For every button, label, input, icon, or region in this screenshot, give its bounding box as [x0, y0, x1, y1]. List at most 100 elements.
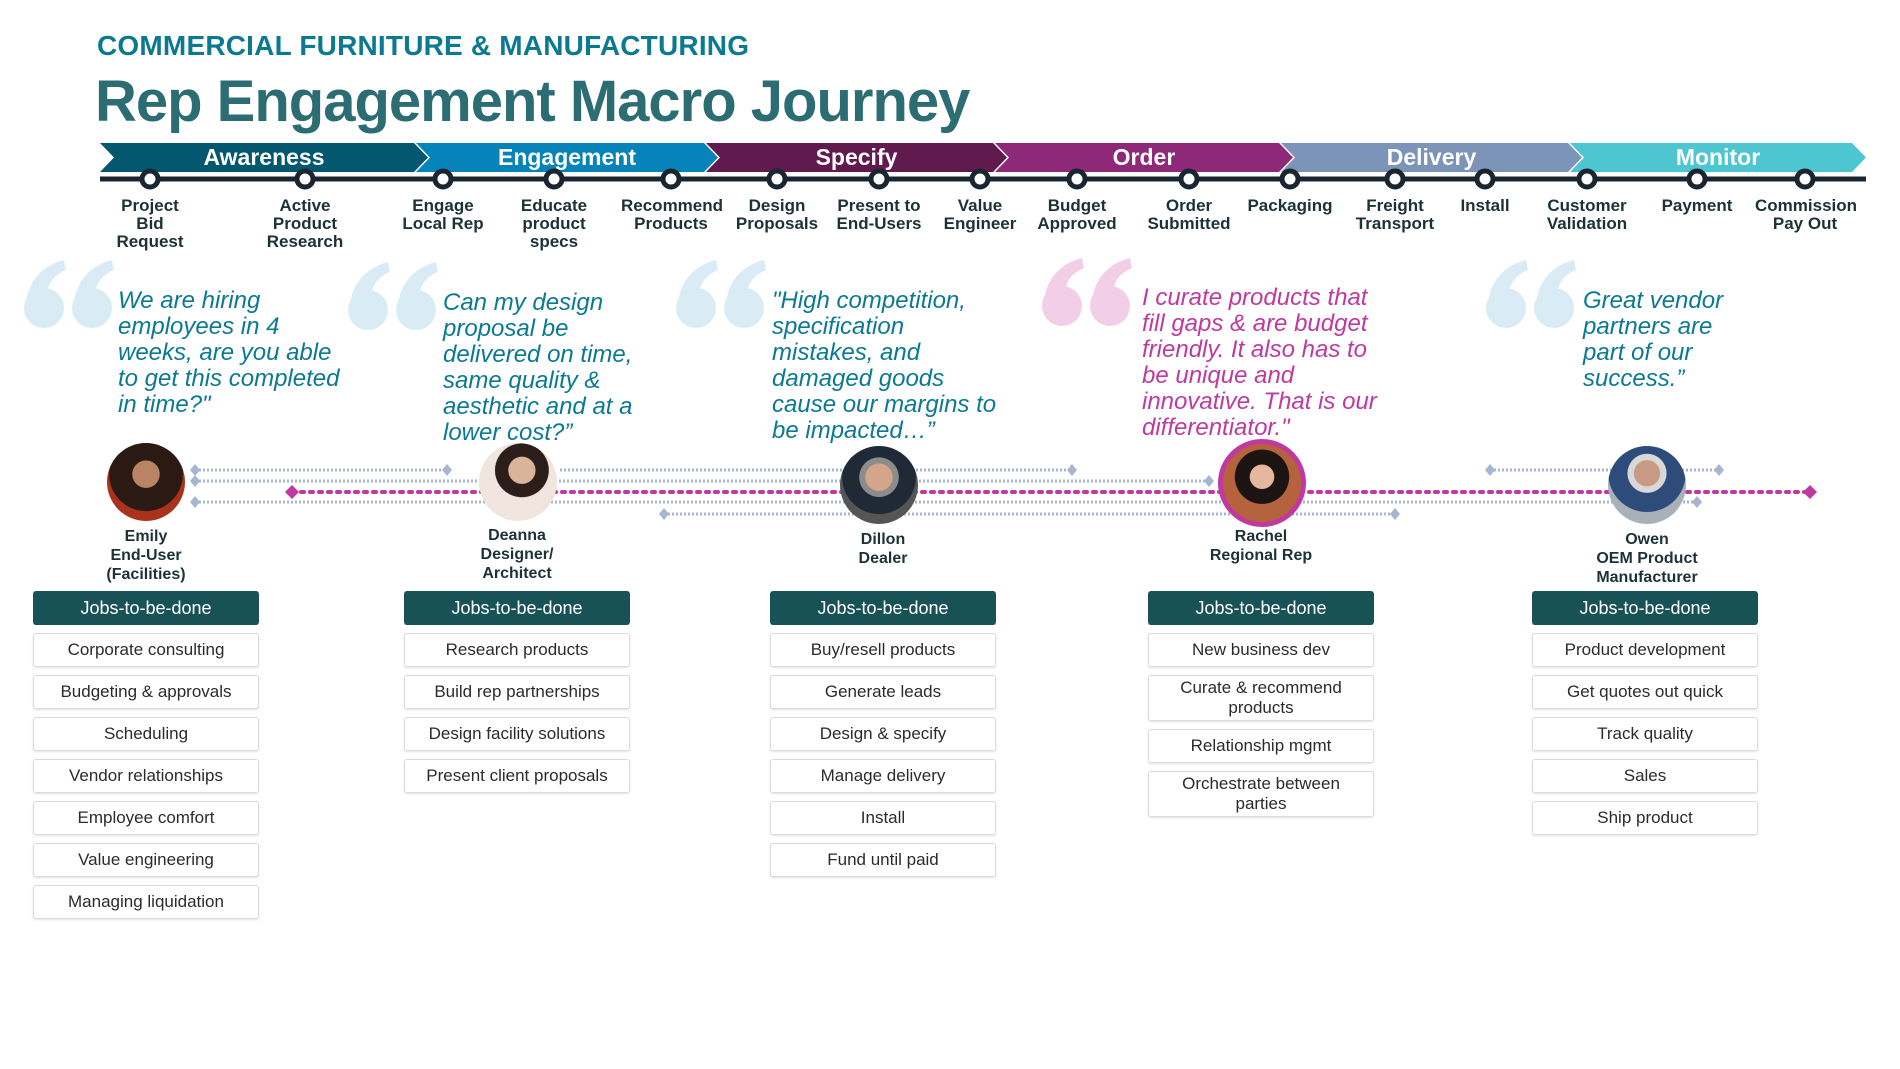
step-label: Packaging [1247, 196, 1333, 215]
step-marker [543, 168, 565, 190]
jtbd-item: Build rep partnerships [404, 675, 630, 709]
step-marker [1178, 168, 1200, 190]
jtbd-item: Design & specify [770, 717, 996, 751]
step-label: Budget Approved [1037, 196, 1117, 233]
step-marker [1279, 168, 1301, 190]
step-label: Freight Transport [1355, 196, 1435, 233]
quote-owen: Great vendor partners are part of our su… [1583, 287, 1724, 392]
jtbd-item: Vendor relationships [33, 759, 259, 793]
jtbd-header: Jobs-to-be-done [1148, 591, 1374, 625]
jtbd-item: Ship product [1532, 801, 1758, 835]
diamond-icon [659, 508, 669, 520]
step-label: Present to End-Users [836, 196, 922, 233]
jtbd-item: New business dev [1148, 633, 1374, 667]
jtbd-item: Employee comfort [33, 801, 259, 835]
step-marker [1686, 168, 1708, 190]
step-marker [1474, 168, 1496, 190]
step-label: Recommend Products [621, 196, 724, 233]
step-label: Value Engineer [943, 196, 1017, 233]
persona-name-deanna: Deanna Designer/ Architect [480, 527, 554, 582]
jtbd-item: Design facility solutions [404, 717, 630, 751]
quote-mark-icon [24, 260, 114, 328]
jtbd-item: Curate & recommend products [1148, 675, 1374, 721]
diamond-icon [1714, 464, 1724, 476]
jtbd-item: Budgeting & approvals [33, 675, 259, 709]
step-label: Engage Local Rep [402, 196, 484, 233]
avatar-deanna [479, 443, 557, 521]
jtbd-header: Jobs-to-be-done [770, 591, 996, 625]
jtbd-item: Install [770, 801, 996, 835]
step-label: Educate product specs [520, 196, 588, 251]
jtbd-item: Value engineering [33, 843, 259, 877]
diamond-icon [190, 464, 200, 476]
jtbd-item: Present client proposals [404, 759, 630, 793]
quote-rachel: I curate products that fill gaps & are b… [1142, 284, 1377, 441]
phase-delivery: Delivery [1281, 143, 1582, 172]
diamond-icon [190, 496, 200, 508]
jtbd-item: Orchestrate between parties [1148, 771, 1374, 817]
phase-monitor: Monitor [1570, 143, 1866, 172]
diamond-icon [1067, 464, 1077, 476]
quote-mark-icon [1042, 258, 1132, 326]
step-label: Order Submitted [1147, 196, 1231, 233]
diamond-icon [190, 475, 200, 487]
avatar-owen [1608, 446, 1686, 524]
jtbd-item: Managing liquidation [33, 885, 259, 919]
quote-emily: We are hiring employees in 4 weeks, are … [118, 287, 340, 418]
avatar-rachel [1218, 439, 1306, 527]
step-marker [660, 168, 682, 190]
phase-engagement: Engagement [416, 143, 718, 172]
diamond-icon [285, 485, 299, 499]
quote-mark-icon [676, 260, 766, 328]
timeline [100, 168, 1866, 190]
step-label: Install [1460, 196, 1510, 215]
jtbd-item: Fund until paid [770, 843, 996, 877]
jtbd-item: Buy/resell products [770, 633, 996, 667]
diamond-icon [442, 464, 452, 476]
jtbd-item: Track quality [1532, 717, 1758, 751]
quote-deanna: Can my design proposal be delivered on t… [443, 289, 633, 446]
persona-name-dillon: Dillon Dealer [858, 531, 908, 567]
step-marker [766, 168, 788, 190]
jtbd-item: Get quotes out quick [1532, 675, 1758, 709]
quote-dillon: "High competition, specification mistake… [772, 287, 997, 444]
jtbd-header: Jobs-to-be-done [33, 591, 259, 625]
avatar-dillon [840, 446, 918, 524]
page-title: Rep Engagement Macro Journey [95, 69, 970, 134]
step-marker [139, 168, 161, 190]
jtbd-item: Manage delivery [770, 759, 996, 793]
diamond-icon [1485, 464, 1495, 476]
jtbd-item: Relationship mgmt [1148, 729, 1374, 763]
step-label: Payment [1661, 196, 1733, 215]
phase-order: Order [995, 143, 1293, 172]
step-marker [868, 168, 890, 190]
step-marker [1794, 168, 1816, 190]
step-marker [432, 168, 454, 190]
quote-mark-icon [1486, 260, 1576, 328]
diamond-icon [1204, 475, 1214, 487]
jtbd-header: Jobs-to-be-done [1532, 591, 1758, 625]
persona-name-rachel: Rachel Regional Rep [1209, 528, 1313, 564]
persona-name-owen: Owen OEM Product Manufacturer [1596, 531, 1698, 586]
step-marker [1066, 168, 1088, 190]
step-marker [1384, 168, 1406, 190]
jtbd-item: Research products [404, 633, 630, 667]
diamond-icon [1390, 508, 1400, 520]
avatar-emily [107, 443, 185, 521]
step-label: Customer Validation [1546, 196, 1628, 233]
jtbd-item: Product development [1532, 633, 1758, 667]
step-marker [294, 168, 316, 190]
step-label: Design Proposals [735, 196, 819, 233]
persona-name-emily: Emily End-User (Facilities) [106, 528, 186, 583]
phase-specify: Specify [706, 143, 1007, 172]
quote-mark-icon [348, 262, 438, 330]
step-label: Commission Pay Out [1755, 196, 1858, 233]
subtitle: COMMERCIAL FURNITURE & MANUFACTURING [97, 30, 750, 61]
diamond-icon [1803, 485, 1817, 499]
step-marker [1576, 168, 1598, 190]
